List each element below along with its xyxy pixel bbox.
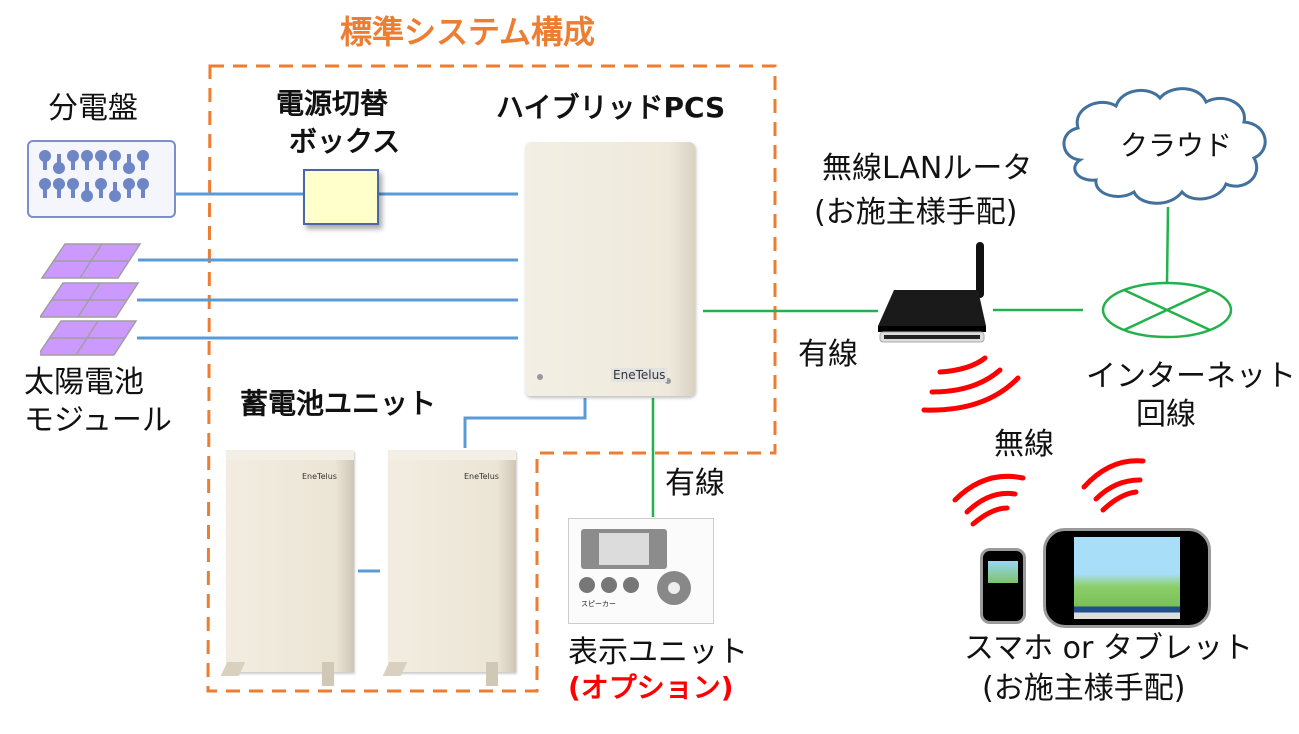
pcs-display-link-label: 有線 bbox=[665, 466, 725, 501]
solar-panel-3 bbox=[36, 320, 138, 356]
wireless-wave-phone-icon bbox=[952, 473, 1026, 527]
solar-modules-label-1: 太陽電池 bbox=[24, 365, 144, 400]
distribution-board-icon bbox=[27, 140, 176, 218]
devices-label-1: スマホ or タブレット bbox=[964, 631, 1253, 666]
pcs-screw-left-icon bbox=[537, 374, 543, 380]
power-switch-box-label-1: 電源切替 bbox=[276, 87, 389, 120]
display-unit: スピーカー bbox=[568, 518, 714, 624]
display-dpad[interactable] bbox=[657, 571, 691, 605]
internet-line-icon bbox=[1101, 281, 1233, 339]
wireless-wave-tablet-icon bbox=[1081, 458, 1146, 513]
solar-modules-icon bbox=[36, 240, 150, 364]
standard-system-frame bbox=[206, 64, 777, 693]
power-switch-box-label-2: ボックス bbox=[289, 125, 401, 158]
display-speaker-label: スピーカー bbox=[581, 600, 616, 608]
smartphone-screen bbox=[988, 561, 1018, 583]
battery-unit-1-brand: EneTelus bbox=[302, 472, 337, 481]
display-unit-option: (オプション) bbox=[568, 671, 734, 704]
display-button-3[interactable] bbox=[623, 577, 639, 593]
router-devices-link-label: 無線 bbox=[994, 427, 1054, 462]
internet-line-label-2: 回線 bbox=[1136, 397, 1196, 432]
power-line-pcs-battery bbox=[463, 398, 587, 448]
distribution-board-label: 分電盤 bbox=[48, 91, 138, 126]
display-button-2[interactable] bbox=[601, 577, 617, 593]
display-button-1[interactable] bbox=[579, 577, 595, 593]
battery-unit-2-brand: EneTelus bbox=[464, 472, 499, 481]
pcs-router-link-label: 有線 bbox=[798, 337, 858, 372]
cloud-label: クラウド bbox=[1120, 129, 1233, 162]
display-unit-label: 表示ユニット bbox=[568, 635, 748, 670]
cloud-icon bbox=[1062, 87, 1267, 205]
wireless-wave-router-icon bbox=[921, 355, 1021, 413]
comm-line-internet-cloud bbox=[1165, 206, 1170, 285]
pcs-screw-right-icon bbox=[665, 378, 671, 384]
router-label-1: 無線LANルータ bbox=[822, 151, 1033, 186]
hybrid-pcs-label: ハイブリッドPCS bbox=[496, 91, 726, 124]
router-antenna bbox=[976, 242, 984, 298]
solar-panel-1 bbox=[40, 243, 142, 279]
solar-modules-label-2: モジュール bbox=[24, 403, 172, 438]
power-switch-box-icon bbox=[303, 169, 379, 225]
internet-line-label-1: インターネット bbox=[1086, 359, 1296, 394]
battery-units-label: 蓄電池ユニット bbox=[240, 387, 437, 420]
wireless-router-icon bbox=[874, 236, 994, 350]
solar-panel-2 bbox=[38, 282, 140, 318]
smartphone-icon bbox=[980, 548, 1026, 624]
battery-unit-1: EneTelus bbox=[226, 450, 354, 672]
diagram-title: 標準システム構成 bbox=[340, 13, 596, 51]
tablet-screen bbox=[1074, 537, 1180, 619]
tablet-icon bbox=[1043, 528, 1211, 628]
devices-label-2: (お施主様手配) bbox=[982, 671, 1186, 706]
hybrid-pcs-unit: EneTelus bbox=[525, 142, 695, 396]
router-label-2: (お施主様手配) bbox=[814, 195, 1018, 230]
battery-unit-2: EneTelus bbox=[388, 450, 516, 672]
display-unit-screen bbox=[581, 529, 667, 569]
battery-unit-2-leg-right-icon bbox=[486, 662, 498, 686]
pcs-brand-logo: EneTelus bbox=[611, 368, 668, 382]
battery-unit-1-leg-right-icon bbox=[322, 662, 334, 686]
